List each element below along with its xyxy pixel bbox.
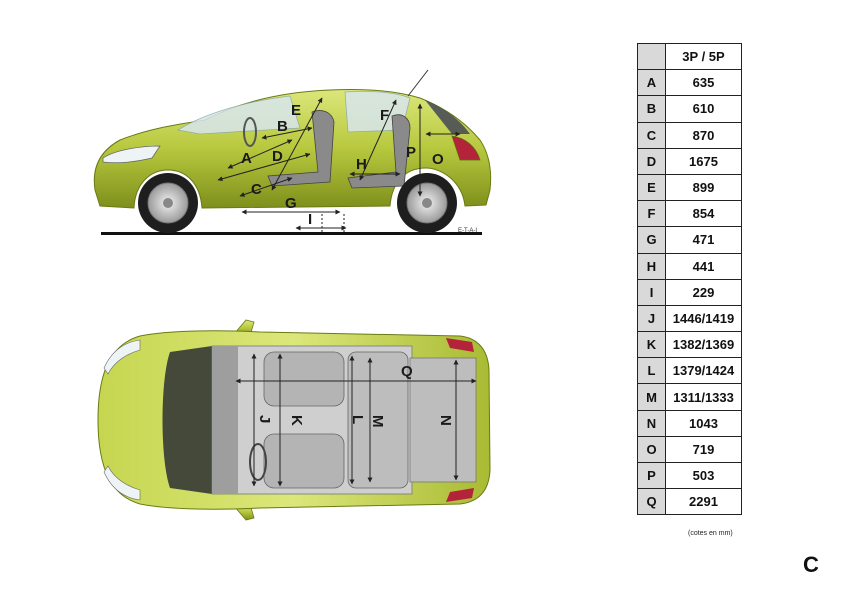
dim-label-n: N — [437, 415, 454, 426]
dimension-letter: C — [637, 121, 666, 149]
dimension-letter: D — [637, 147, 666, 175]
dim-label-l: L — [349, 415, 366, 424]
dimension-letter: M — [637, 383, 666, 411]
dim-label-h: H — [356, 156, 367, 173]
dim-label-j: J — [256, 415, 273, 423]
dimension-letter: H — [637, 252, 666, 280]
dimension-value: 1382/1369 — [665, 331, 742, 359]
rear-window — [425, 100, 470, 134]
dim-label-e: E — [291, 102, 301, 119]
top-headlight-right — [103, 465, 141, 501]
antenna — [407, 69, 429, 97]
dimension-value: 2291 — [665, 488, 742, 516]
table-header-row: 3P / 5P — [637, 42, 742, 71]
dimension-value: 1379/1424 — [665, 357, 742, 385]
taillight — [451, 135, 481, 161]
dim-label-b: B — [277, 118, 288, 135]
dimension-letter: F — [637, 200, 666, 228]
dimension-letter: A — [637, 69, 666, 97]
dimension-letter: Q — [637, 488, 666, 516]
dimension-value: 854 — [665, 200, 742, 228]
dim-label-i: I — [308, 211, 312, 228]
dim-label-k: K — [288, 415, 305, 426]
dim-label-m: M — [369, 415, 386, 428]
dim-label-o: O — [432, 151, 444, 168]
dimension-letter: E — [637, 173, 666, 202]
dim-label-c: C — [251, 181, 262, 198]
top-headlight-left — [103, 339, 141, 375]
dimension-value: 719 — [665, 435, 742, 464]
side-view: A B C D E F G H I O P E-T-A-I — [93, 69, 492, 235]
dimension-value: 610 — [665, 95, 742, 123]
dim-label-a: A — [241, 150, 252, 167]
dim-label-d: D — [272, 148, 283, 165]
top-rear-light-right — [446, 488, 474, 502]
dimension-value: 870 — [665, 121, 742, 149]
windshield-top — [162, 346, 212, 494]
dim-label-g: G — [285, 195, 297, 212]
dimension-value: 229 — [665, 278, 742, 306]
top-steering-wheel — [249, 443, 267, 481]
dimension-letter: O — [637, 435, 666, 464]
dimension-value: 635 — [665, 69, 742, 97]
top-dimension-lines — [235, 353, 477, 487]
dimension-letter: G — [637, 226, 666, 254]
dimension-letter: N — [637, 409, 666, 437]
dimension-letter: B — [637, 95, 666, 123]
unit-note: (cotes en mm) — [688, 530, 733, 537]
dimension-value: 441 — [665, 252, 742, 280]
dimension-letter: K — [637, 331, 666, 359]
front-seat-left — [263, 351, 345, 407]
top-rear-light-left — [446, 338, 474, 352]
rear-wheel — [397, 173, 457, 233]
dimension-letter: P — [637, 461, 666, 490]
table-header-version: 3P / 5P — [665, 42, 742, 71]
dimension-value: 1311/1333 — [665, 383, 742, 411]
dimension-value: 899 — [665, 173, 742, 202]
dimension-value: 1446/1419 — [665, 304, 742, 333]
dashboard — [212, 346, 238, 494]
dimension-letter: J — [637, 304, 666, 333]
table-corner-cell — [637, 42, 666, 71]
headlight — [102, 145, 161, 164]
dimension-value: 1043 — [665, 409, 742, 437]
dimension-value: 503 — [665, 461, 742, 490]
illustrator-credit: E-T-A-I — [458, 228, 477, 234]
top-view: J K L M N Q — [97, 319, 491, 521]
dim-label-f: F — [380, 107, 389, 124]
ground-line — [101, 232, 482, 235]
dim-label-q: Q — [401, 363, 413, 380]
dimension-value: 1675 — [665, 147, 742, 175]
front-seat-right — [263, 433, 345, 489]
section-letter: C — [803, 552, 819, 577]
dimension-letter: L — [637, 357, 666, 385]
rear-bench — [347, 351, 409, 489]
dim-label-p: P — [406, 144, 416, 161]
side-dimension-lines — [217, 97, 461, 234]
dimension-value: 471 — [665, 226, 742, 254]
front-wheel — [138, 173, 198, 233]
dimension-letter: I — [637, 278, 666, 306]
